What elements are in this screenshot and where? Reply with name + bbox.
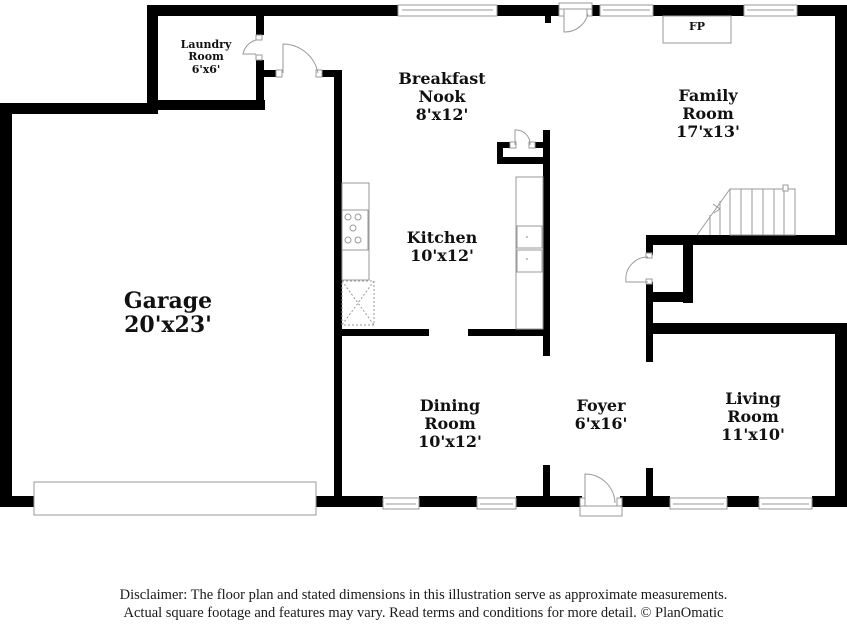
room-name: Room	[424, 413, 476, 433]
room-label-foyer: Foyer 6'x16'	[575, 397, 628, 433]
room-label-dining-room: Dining Room 10'x12'	[418, 397, 482, 451]
stairs	[696, 184, 796, 236]
room-dimensions: 6'x16'	[574, 413, 628, 433]
room-name: Living	[725, 389, 781, 408]
room-label-living-room: Living Room 11'x10'	[721, 390, 785, 444]
room-name: Room	[682, 103, 734, 123]
garage-door	[33, 481, 317, 516]
room-name: Foyer	[576, 396, 626, 415]
room-name: Kitchen	[406, 228, 478, 247]
kitchen-fixtures	[341, 176, 544, 330]
room-dimensions: 11'x10'	[721, 424, 785, 444]
room-name: Family	[678, 86, 738, 105]
windows	[382, 4, 813, 510]
fireplace	[662, 15, 732, 44]
interior-walls	[147, 5, 846, 507]
room-dimensions: 8'x12'	[415, 104, 469, 124]
room-name: Nook	[418, 86, 466, 106]
room-label-laundry: Laundry Room 6'x6'	[180, 38, 232, 76]
room-label-breakfast-nook: Breakfast Nook 8'x12'	[398, 70, 485, 124]
room-dimensions: 17'x13'	[676, 121, 740, 141]
exterior-walls	[0, 5, 847, 507]
disclaimer-line-2: Actual square footage and features may v…	[123, 605, 724, 621]
room-name: Dining	[419, 396, 481, 415]
room-label-kitchen: Kitchen 10'x12'	[407, 229, 478, 265]
room-name: Laundry	[180, 38, 232, 51]
room-dimensions: 10'x12'	[418, 431, 482, 451]
room-label-family-room: Family Room 17'x13'	[676, 87, 740, 141]
doors	[242, 2, 653, 517]
room-name: Breakfast	[398, 69, 486, 88]
fireplace-label: FP	[688, 20, 706, 33]
fireplace-text: FP	[688, 20, 706, 33]
room-dimensions: 10'x12'	[410, 245, 474, 265]
disclaimer: Disclaimer: The floor plan and stated di…	[0, 586, 847, 622]
room-dimensions: 6'x6'	[191, 62, 221, 76]
disclaimer-line-1: Disclaimer: The floor plan and stated di…	[119, 587, 728, 603]
room-dimensions: 20'x23'	[124, 312, 212, 339]
room-name: Room	[727, 406, 779, 426]
room-label-garage: Garage 20'x23'	[123, 288, 213, 339]
floor-plan	[0, 2, 847, 517]
room-name: Garage	[123, 288, 213, 314]
room-name: Room	[188, 50, 224, 64]
